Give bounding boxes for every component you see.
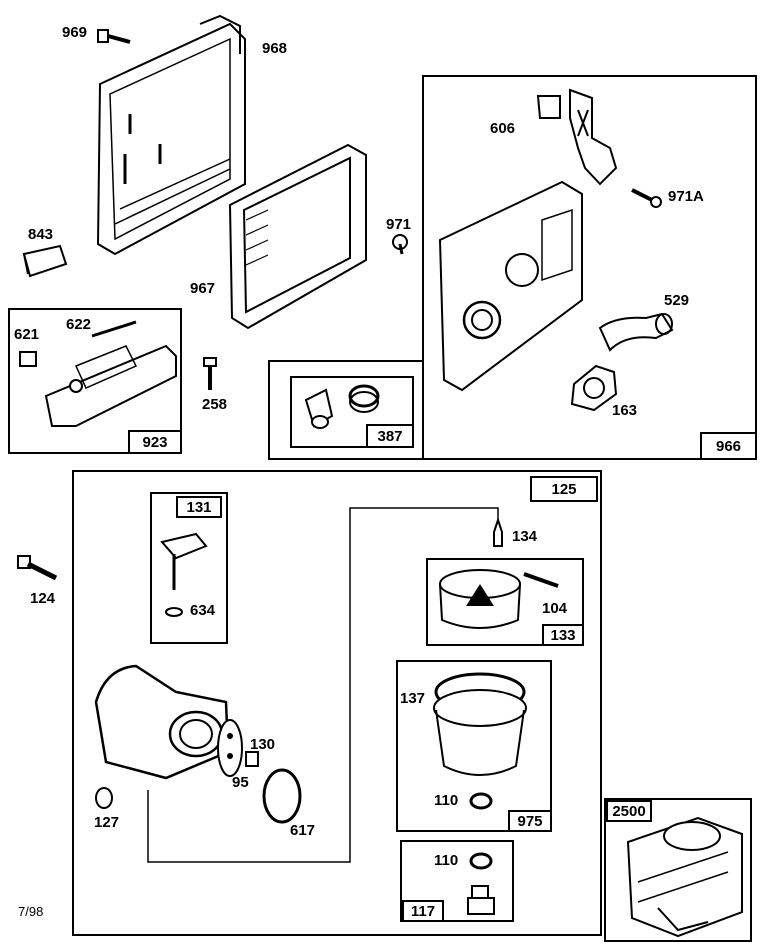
callout-163: 163 [612,402,638,419]
group-box-975 [396,660,552,832]
elbow-529 [598,312,674,352]
group-tag-117: 117 [402,900,444,922]
callout-634: 634 [190,602,216,619]
callout-529: 529 [664,292,690,309]
air-cleaner-base-968 [96,14,246,256]
washer-110-b [469,852,493,870]
callout-617: 617 [290,822,316,839]
group-box-117 [400,840,514,922]
mount-plate [438,180,583,392]
group-box-131 [150,492,228,644]
needle-134 [493,516,503,547]
group-tag-133: 133 [542,624,584,646]
callout-971A: 971A [668,188,704,205]
plug-127 [95,787,113,809]
callout-110-b: 110 [434,852,459,869]
callout-258: 258 [202,396,228,413]
group-tag-2500: 2500 [606,800,652,822]
bolt-117 [467,885,495,915]
group-box-133 [426,558,584,646]
plate-130 [217,719,243,777]
callout-606: 606 [490,120,516,137]
group-box-923 [8,308,182,454]
group-tag-125: 125 [530,476,598,502]
callout-968: 968 [262,40,288,57]
screw-969 [97,29,131,44]
callout-130: 130 [250,736,276,753]
group-box-2500 [604,798,752,942]
callout-621: 621 [14,326,40,343]
callout-969: 969 [62,24,88,41]
group-box-387 [290,376,414,448]
pin-104 [523,572,559,588]
oring-617 [262,768,302,824]
group-tag-387: 387 [366,424,414,448]
callout-137: 137 [400,690,426,707]
linkage-923 [19,320,177,427]
callout-843: 843 [28,226,54,243]
group-tag-966: 966 [700,432,757,460]
callout-127: 127 [94,814,120,831]
callout-134: 134 [512,528,538,545]
callout-967: 967 [190,280,216,297]
callout-622: 622 [66,316,92,333]
callout-110-a: 110 [434,792,459,809]
group-box-966 [422,75,757,460]
group-tag-923: 923 [128,430,182,454]
callout-95: 95 [232,774,249,791]
group-box-125 [72,470,602,936]
bracket-606 [536,88,618,186]
screw-258 [203,357,217,390]
bowl-975 [433,672,527,776]
part-131 [160,532,208,617]
bolt-971 [392,234,408,255]
callout-124: 124 [30,590,56,607]
group-tag-975: 975 [508,810,552,832]
part-843 [22,244,68,278]
screw-95 [245,751,259,767]
washer-110-a [469,792,493,810]
gasket-163 [570,364,618,412]
float-133 [439,569,521,629]
parts-387 [304,384,380,429]
engine-2500 [626,816,743,938]
screw-971A [631,188,662,208]
carburetor-body [94,664,230,780]
date-code: 7/98 [18,904,44,919]
callout-971: 971 [386,216,412,233]
stud-124 [17,555,58,581]
callout-104: 104 [542,600,568,617]
group-box-966-lower [268,360,424,460]
group-tag-131: 131 [176,496,222,518]
air-filter-967 [228,143,367,330]
